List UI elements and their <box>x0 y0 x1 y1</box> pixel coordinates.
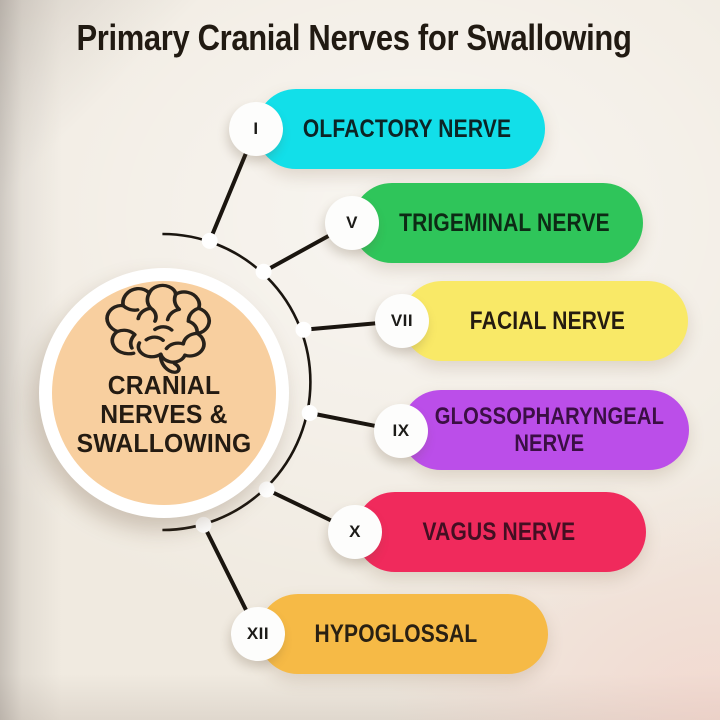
junction-dot-3 <box>295 321 312 338</box>
junction-dot-4 <box>301 405 318 421</box>
nerve-pill-label: OLFACTORY NERVE <box>302 115 511 143</box>
nerve-pill-vagus: VAGUS NERVE <box>355 492 646 572</box>
hub-arc <box>162 232 312 532</box>
numeral-label: VII <box>390 311 414 330</box>
junction-dot-6 <box>195 516 212 533</box>
hub-title-line1: CRANIAL <box>107 370 221 400</box>
junction-dot-2 <box>255 263 272 280</box>
nerve-pill-label: TRIGEMINAL NERVE <box>399 209 610 237</box>
junction-dot-1 <box>201 232 218 249</box>
numeral-label: XII <box>246 624 270 643</box>
nerve-pill-olfactory: OLFACTORY NERVE <box>256 89 545 169</box>
arc-junction-dots <box>195 232 318 533</box>
numeral-circle-I: I <box>229 102 283 156</box>
nerve-pill-label: HYPOGLOSSAL <box>314 620 478 648</box>
numeral-circle-V: V <box>325 196 379 250</box>
brain-icon <box>105 283 212 374</box>
numeral-label: X <box>349 522 361 541</box>
nerve-pill-label: VAGUS NERVE <box>422 518 575 546</box>
numeral-circle-X: X <box>328 505 382 559</box>
numeral-label: V <box>346 213 358 232</box>
numeral-circle-VII: VII <box>375 294 429 348</box>
nerve-pill-trigeminal: TRIGEMINAL NERVE <box>352 183 643 263</box>
numeral-label: IX <box>392 421 410 440</box>
junction-dot-5 <box>258 481 275 498</box>
numeral-label: I <box>253 119 259 138</box>
page-title: Primary Cranial Nerves for Swallowing <box>76 17 632 58</box>
nerve-pill-label: FACIAL NERVE <box>469 307 625 335</box>
hub-title-line3: SWALLOWING <box>76 428 252 458</box>
nerve-pill-hypoglossal: HYPOGLOSSAL <box>258 594 548 674</box>
numeral-circle-XII: XII <box>231 607 285 661</box>
nerve-pill-facial: FACIAL NERVE <box>402 281 688 361</box>
nerve-pill-glossopharyngeal: GLOSSOPHARYNGEAL NERVE <box>401 390 689 470</box>
numeral-circle-IX: IX <box>374 404 428 458</box>
hub-title-line2: NERVES & <box>100 399 228 429</box>
nerve-pill-label: GLOSSOPHARYNGEAL NERVE <box>434 403 664 457</box>
